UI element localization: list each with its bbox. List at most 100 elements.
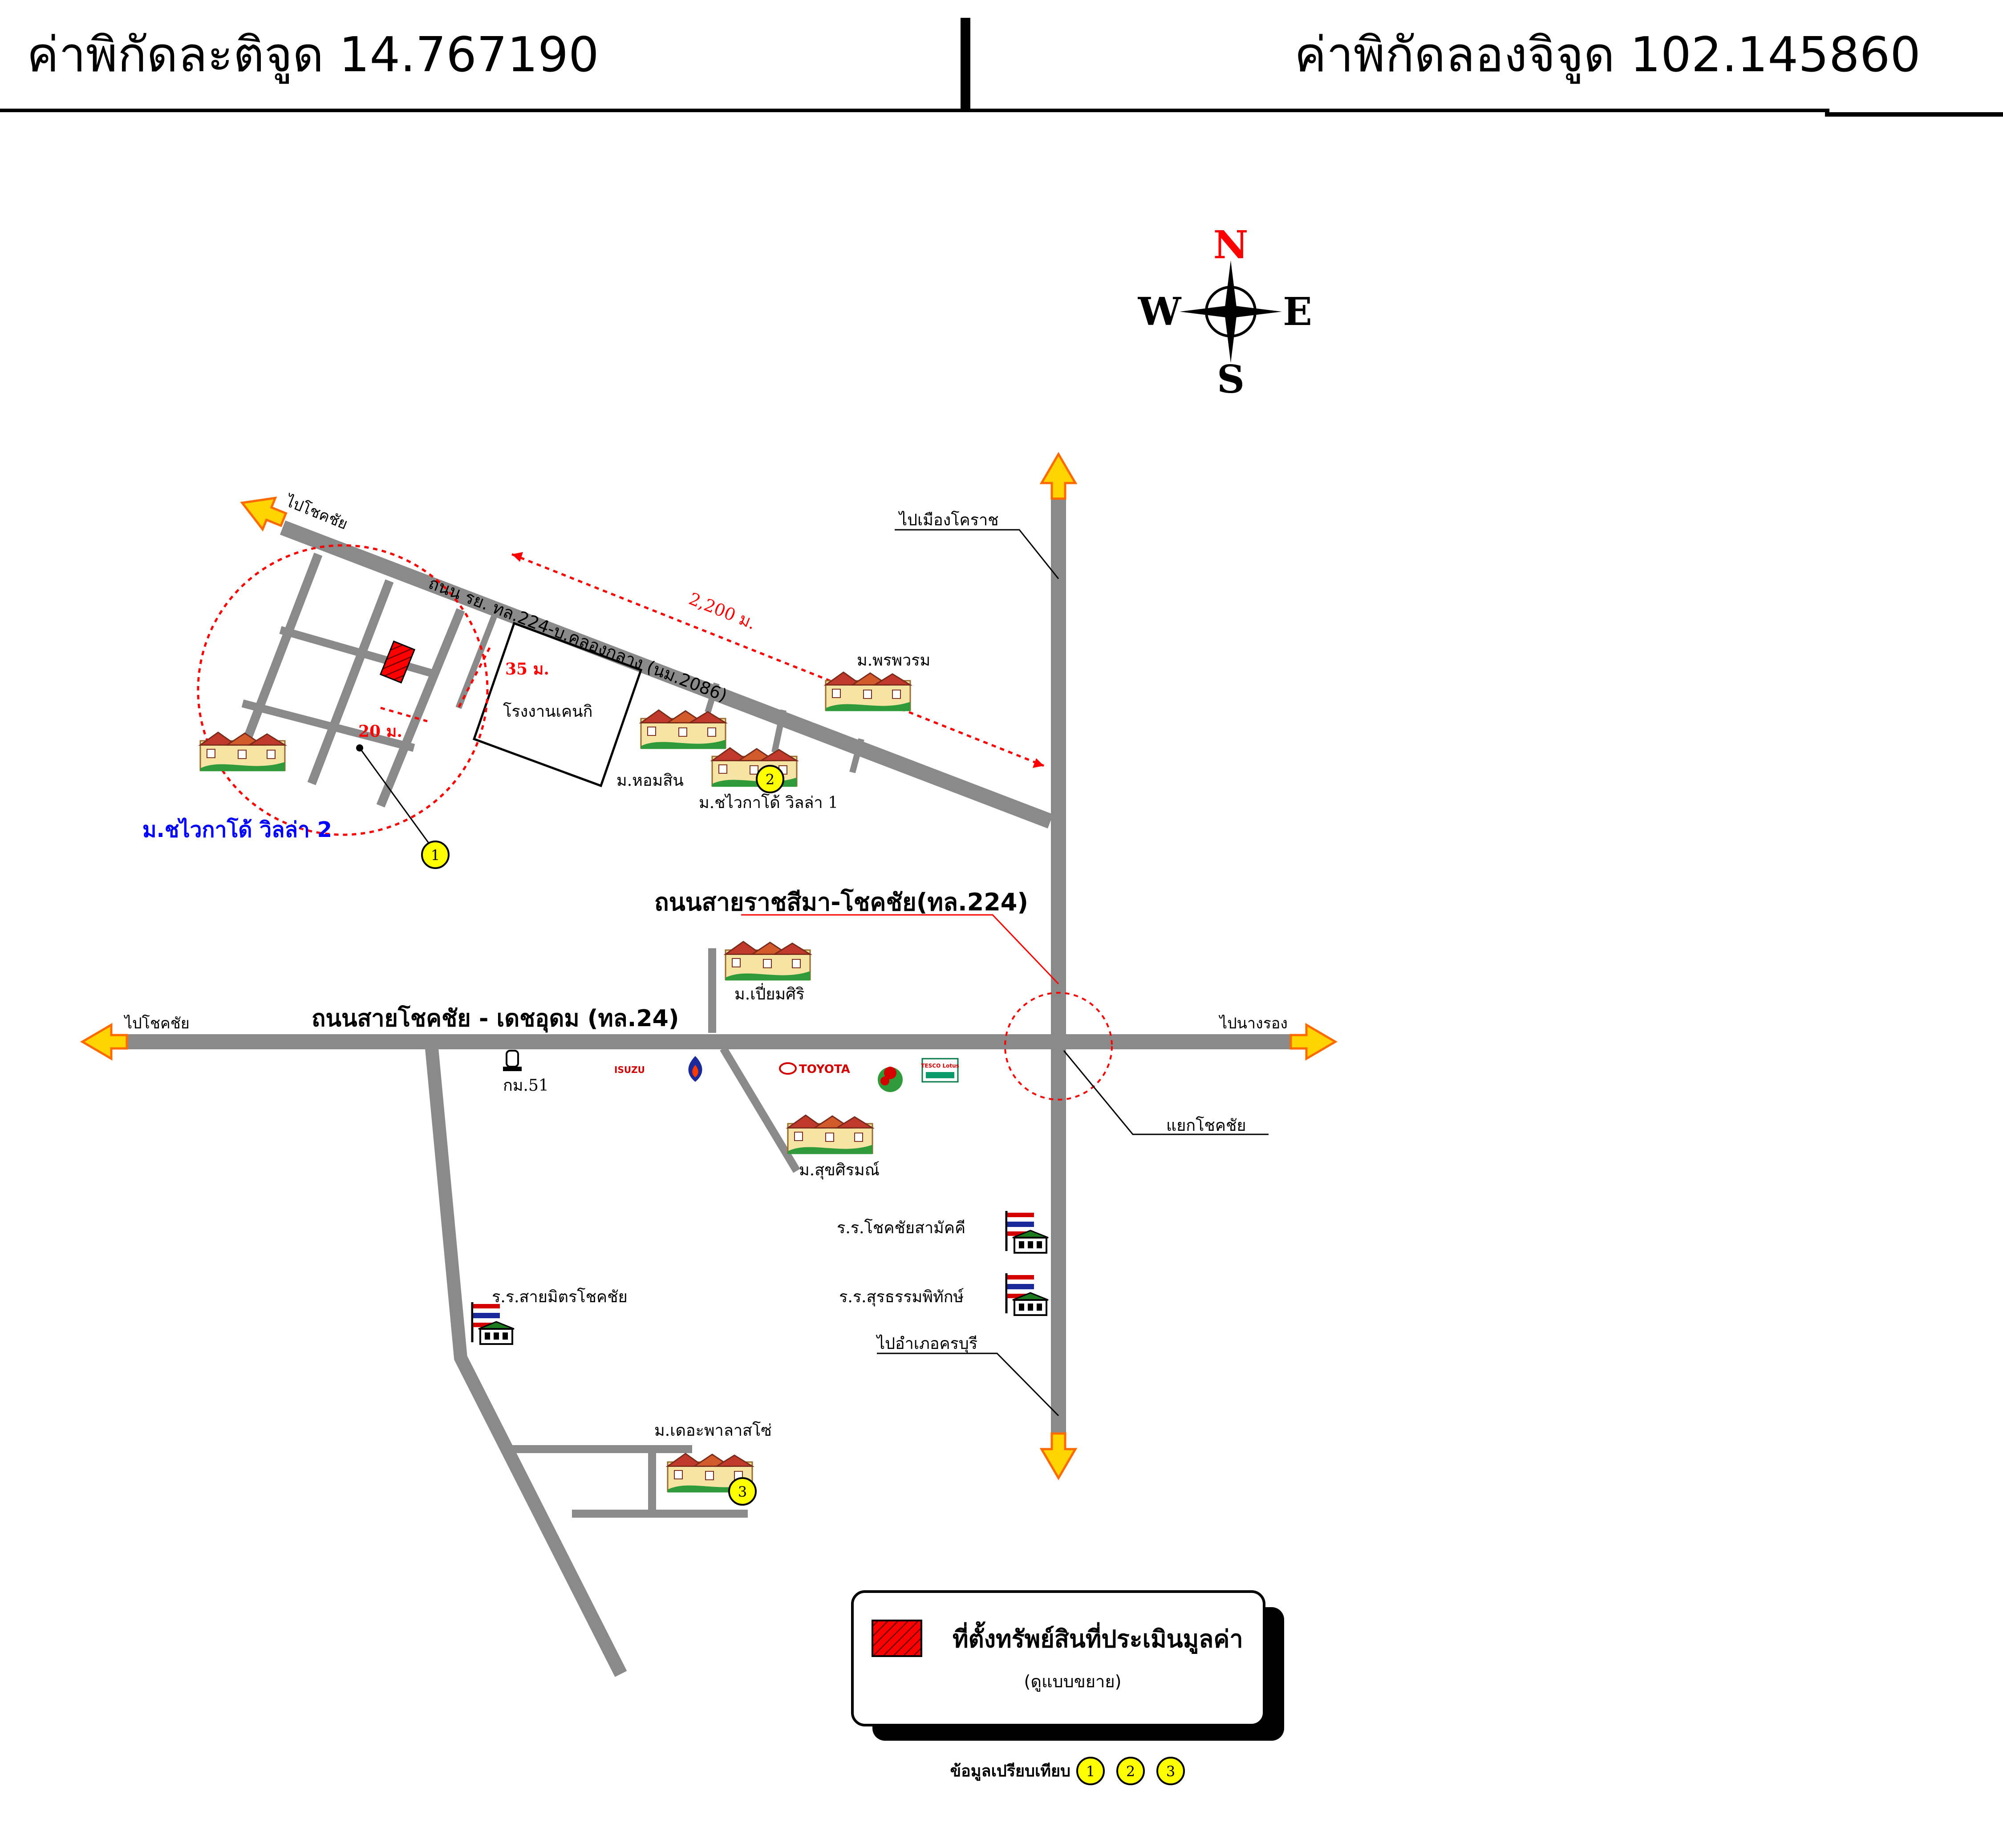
road-2086-label: ถนน รย. ทล.224-บ.คลองกลาง (นม.2086)	[426, 573, 730, 705]
leader-lines	[359, 529, 1269, 1417]
compass-west-label: W	[1138, 289, 1182, 334]
comparison-marker-2	[1116, 1757, 1145, 1785]
svg-text:3: 3	[1166, 1763, 1175, 1780]
village-hom-label: ม.หอมสิน	[616, 772, 684, 790]
marker-1: 1	[421, 841, 450, 869]
radius-circle	[197, 544, 489, 836]
school-2-label: ร.ร.สุรธรรมพิทักษ์	[839, 1288, 964, 1307]
leader-korat	[895, 529, 1059, 579]
legend-swatch	[872, 1620, 922, 1657]
road-south-branch	[425, 1048, 627, 1677]
to-chok-chai-left-label: ไปโชคชัย	[123, 1015, 190, 1032]
compass-east-label: E	[1283, 289, 1312, 334]
compass-north-label: N	[1213, 223, 1249, 268]
svg-text:1: 1	[1086, 1763, 1095, 1780]
compass-south-label: S	[1217, 357, 1245, 402]
comparison-legend: ข้อมูลเปรียบเทียบ 1 2 3	[950, 1757, 1185, 1785]
school-1-label: ร.ร.โชคชัยสามัคคี	[837, 1218, 965, 1237]
school-icon-1	[1006, 1211, 1048, 1253]
soi-3	[376, 608, 465, 808]
road-224-title: ถนนสายราชสีมา-โชคชัย(ทล.224)	[654, 888, 1028, 916]
tesco-lotus-logo: TESCO Lotus	[921, 1058, 959, 1083]
soi-6	[771, 709, 787, 753]
soi-2	[307, 579, 394, 785]
house-icon-hom	[640, 709, 726, 750]
house-icon-piam	[725, 941, 811, 981]
isuzu-logo: ISUZU	[614, 1064, 645, 1075]
legend-subtitle: (ดูแบบขยาย)	[1024, 1672, 1122, 1692]
marker-2: 2	[756, 765, 784, 793]
leader-road-224	[741, 914, 1059, 985]
header-divider	[961, 18, 970, 112]
road-24-title: ถนนสายโชคชัย - เดชอุดม (ทล.24)	[312, 1004, 679, 1033]
leader-junction	[1063, 1050, 1269, 1135]
legend-box	[851, 1590, 1265, 1726]
latitude-label: ค่าพิกัดละติจูด 14.767190	[27, 27, 599, 84]
distance-line-35	[457, 647, 491, 709]
school-icon-3	[472, 1302, 514, 1344]
village-piam-label: ม.เปี่ยมศิริ	[734, 983, 804, 1003]
arrow-west	[82, 1025, 127, 1059]
toyota-logo: TOYOTA	[779, 1062, 850, 1076]
distance-20-label: 20 ม.	[358, 722, 402, 741]
house-icon-suk	[787, 1114, 873, 1155]
village-suk-label: ม.สุขศิรมณ์	[799, 1161, 880, 1180]
marker-3: 3	[728, 1477, 757, 1506]
svg-text:2: 2	[766, 771, 774, 788]
svg-text:2: 2	[1126, 1763, 1135, 1780]
ptt-icon	[688, 1056, 702, 1082]
road-network	[120, 490, 1300, 1677]
house-icon-phruksa	[825, 671, 911, 712]
school-3-label: ร.ร.สายมิตรโชคชัย	[492, 1288, 628, 1306]
distance-35-label: 35 ม.	[505, 660, 549, 678]
soi-cross-2	[241, 699, 415, 752]
comparison-marker-1	[1076, 1757, 1105, 1785]
arrow-east	[1291, 1025, 1335, 1059]
header-rule-tail	[1825, 112, 2003, 117]
leader-marker-1	[359, 747, 435, 851]
svg-text:1: 1	[431, 847, 440, 864]
header-rule	[0, 109, 1829, 112]
legend: ที่ตั้งทรัพย์สินที่ประเมินมูลค่า (ดูแบบข…	[851, 1590, 1284, 1741]
distance-line-2200	[511, 553, 1044, 767]
svg-text:TOYOTA: TOYOTA	[799, 1063, 850, 1076]
junction-circle	[1004, 992, 1113, 1101]
svg-text:3: 3	[738, 1483, 747, 1500]
junction-label: แยกโชคชัย	[1166, 1116, 1246, 1135]
road-2086-diagonal	[280, 520, 1054, 829]
distance-lines	[380, 553, 1044, 767]
km-marker-label: กม.51	[503, 1076, 549, 1095]
marker-1-anchor	[356, 744, 363, 751]
legend-title: ที่ตั้งทรัพย์สินที่ประเมินมูลค่า	[953, 1621, 1243, 1654]
leader-khon-buri	[877, 1352, 1059, 1417]
arrow-north	[1042, 454, 1075, 499]
to-korat-label: ไปเมืองโคราช	[898, 511, 999, 529]
soi-1	[236, 552, 323, 759]
soi-5	[705, 682, 720, 714]
compass-rose: N S E W	[1138, 223, 1312, 402]
comparison-label: ข้อมูลเปรียบเทียบ	[950, 1762, 1070, 1781]
village-south-label: ม.เดอะพาลาสโซ่	[654, 1421, 772, 1440]
comparison-marker-3	[1156, 1757, 1185, 1785]
arrow-south	[1042, 1434, 1075, 1478]
village-villa1-label: ม.ชไวกาโด้ วิลล่า 1	[699, 793, 838, 812]
factory-label: โรงงานเคนกิ	[503, 702, 592, 721]
subject-property	[379, 640, 416, 684]
road-suk-lane	[720, 1046, 800, 1173]
to-khon-buri-label: ไปอำเภอครบุรี	[876, 1334, 977, 1353]
school-icon-2	[1006, 1273, 1048, 1315]
to-nang-rong-label: ไปนางรอง	[1218, 1015, 1288, 1032]
flower-icon	[878, 1067, 903, 1092]
soi-cross-1	[279, 626, 438, 678]
longitude-label: ค่าพิกัดลองจิจูด 102.145860	[1294, 27, 1921, 84]
soi-4	[455, 615, 497, 709]
arrow-northwest	[236, 487, 290, 535]
soi-7	[849, 738, 864, 773]
distance-arrowheads	[512, 552, 1044, 768]
svg-text:TESCO Lotus: TESCO Lotus	[921, 1063, 959, 1069]
header: ค่าพิกัดละติจูด 14.767190 ค่าพิกัดลองจิจ…	[0, 18, 2003, 117]
distance-2200-label: 2,200 ม.	[686, 589, 759, 634]
km-post-icon	[503, 1050, 522, 1071]
